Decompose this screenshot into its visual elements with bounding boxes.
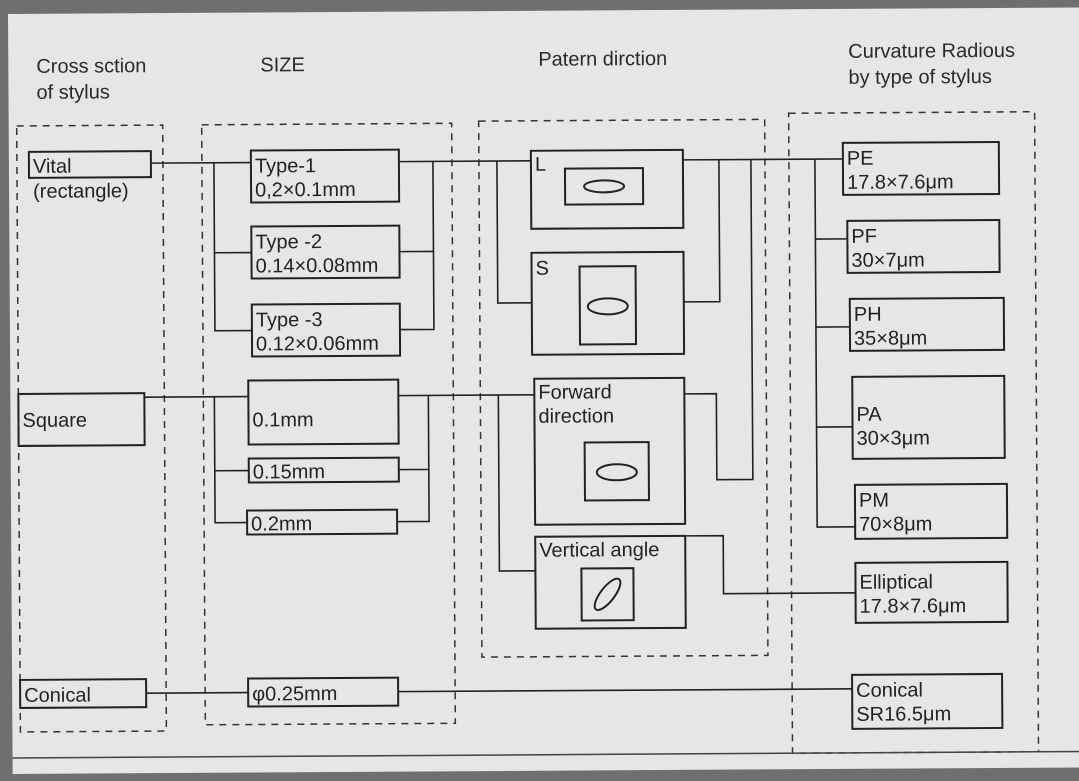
cross-section-vital: Vital (rectangle) xyxy=(27,150,153,203)
pattern-column-frame xyxy=(477,118,769,658)
curvature-pf: PF 30×7μm xyxy=(846,218,1001,274)
ph-value: 35×8μm xyxy=(854,327,927,349)
conical-label: Conical xyxy=(24,685,91,707)
pattern-vertical-ellipse-icon xyxy=(593,577,622,611)
pe-name: PE xyxy=(847,148,874,170)
pattern-vertical-label: Vertical angle xyxy=(539,539,659,562)
cross-section-square: Square xyxy=(17,392,146,447)
type-2-name: Type -2 xyxy=(255,231,322,253)
size-square-0-1: 0.1mm xyxy=(247,378,400,446)
curvature-pe: PE 17.8×7.6μm xyxy=(841,140,1001,196)
elliptical-value: 17.8×7.6μm xyxy=(860,595,967,618)
square-size-0-15: 0.15mm xyxy=(253,461,325,483)
ph-name: PH xyxy=(854,304,882,326)
size-conical: φ0.25mm xyxy=(247,676,400,708)
type-1-name: Type-1 xyxy=(255,155,316,177)
pattern-forward-label-1: Forward xyxy=(538,381,611,403)
pattern-vertical-angle: Vertical angle xyxy=(534,534,687,630)
size-column-frame xyxy=(200,122,457,726)
elliptical-name: Elliptical xyxy=(859,571,932,593)
connector-lines xyxy=(144,158,856,694)
pe-value: 17.8×7.6μm xyxy=(847,171,954,194)
curvature-ph: PH 35×8μm xyxy=(848,296,1006,352)
pattern-l: L xyxy=(529,148,685,230)
conical-curvature-name: Conical xyxy=(856,679,923,701)
pa-value: 30×3μm xyxy=(857,427,930,449)
pattern-s-label: S xyxy=(535,258,548,280)
stylus-diagram: Vital (rectangle) Square Conical Type-1 … xyxy=(12,110,1079,759)
pf-value: 30×7μm xyxy=(851,249,924,271)
paper-sheet: Cross sction of stylus SIZE Patern dirct… xyxy=(8,7,1079,774)
cross-section-conical: Conical xyxy=(19,678,148,709)
pattern-forward-label-2: direction xyxy=(538,405,614,427)
pattern-forward-footprint xyxy=(583,441,650,502)
size-type-3: Type -3 0.12×0.06mm xyxy=(250,302,402,358)
pattern-l-label: L xyxy=(535,154,546,176)
pa-name: PA xyxy=(856,404,882,426)
size-square-0-2: 0.2mm xyxy=(246,508,399,536)
pf-name: PF xyxy=(851,226,877,248)
vital-shape-label: (rectangle) xyxy=(33,180,129,203)
type-1-size: 0,2×0.1mm xyxy=(255,179,356,202)
paper-bottom-rule xyxy=(12,750,1079,759)
type-2-size: 0.14×0.08mm xyxy=(255,255,378,278)
square-size-0-1: 0.1mm xyxy=(252,409,313,431)
type-3-name: Type -3 xyxy=(256,309,323,331)
size-square-0-15: 0.15mm xyxy=(247,456,400,484)
square-size-0-2: 0.2mm xyxy=(251,513,312,535)
pattern-s-ellipse-icon xyxy=(586,297,629,316)
curvature-conical: Conical SR16.5μm xyxy=(851,672,1004,730)
size-type-1: Type-1 0,2×0.1mm xyxy=(249,148,401,204)
square-label: Square xyxy=(22,410,87,432)
pm-name: PM xyxy=(859,490,889,512)
pattern-vertical-footprint xyxy=(580,567,635,622)
curvature-column-frame xyxy=(787,110,1040,754)
curvature-pa: PA 30×3μm xyxy=(851,374,1006,460)
conical-size: φ0.25mm xyxy=(252,683,337,706)
pm-value: 70×8μm xyxy=(859,513,932,535)
pattern-l-ellipse-icon xyxy=(583,179,626,194)
type-3-size: 0.12×0.06mm xyxy=(256,333,379,356)
size-type-2: Type -2 0.14×0.08mm xyxy=(250,224,401,280)
pattern-l-footprint xyxy=(563,167,645,206)
curvature-elliptical: Elliptical 17.8×7.6μm xyxy=(854,560,1009,624)
curvature-pm: PM 70×8μm xyxy=(853,482,1009,540)
pattern-forward: Forward direction xyxy=(533,376,687,526)
conical-curvature-value: SR16.5μm xyxy=(856,703,951,726)
pattern-s-footprint xyxy=(578,265,638,346)
pattern-s: S xyxy=(530,250,686,356)
vital-label: Vital xyxy=(33,156,72,178)
pattern-forward-ellipse-icon xyxy=(595,463,638,482)
